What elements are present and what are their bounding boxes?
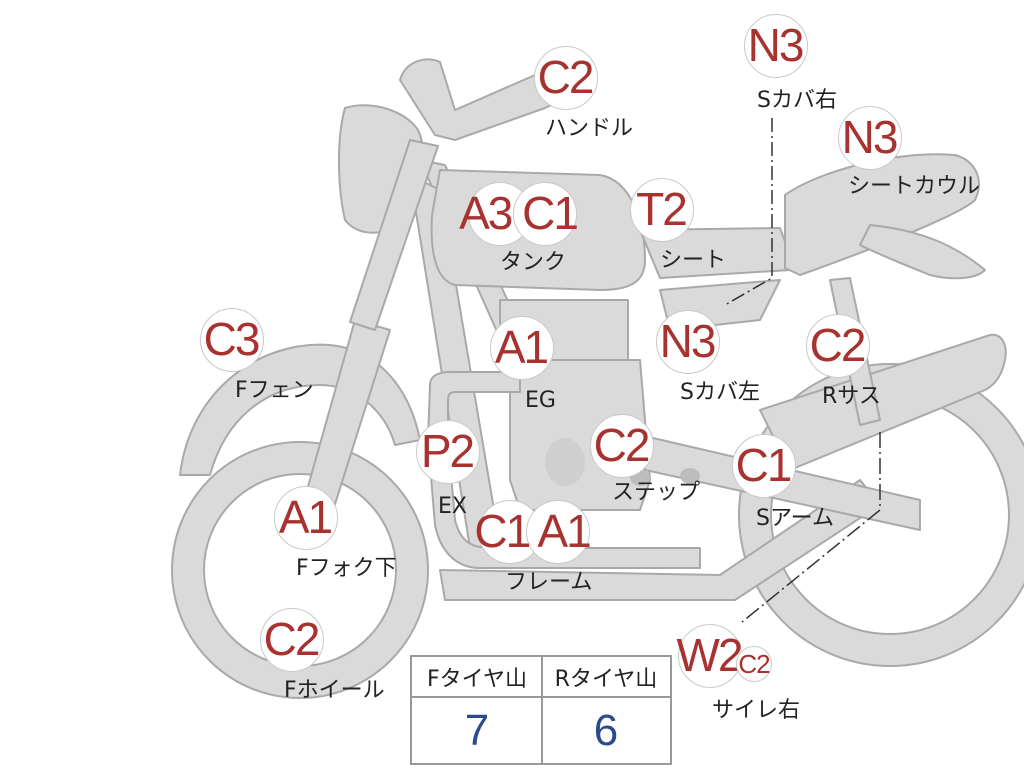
leader-scover-r xyxy=(724,118,773,306)
scover-l-label: Sカバ左 xyxy=(680,380,760,405)
rear-tire-value: 6 xyxy=(593,706,619,755)
handle-label: ハンドル xyxy=(545,116,634,141)
step-code-badge: C2 xyxy=(590,414,654,478)
step-label: ステップ xyxy=(612,480,701,505)
engine-label: EG xyxy=(525,388,556,413)
f-wheel-code-badge: C2 xyxy=(260,608,324,672)
seat-code-badge: T2 xyxy=(630,178,694,242)
f-fork-label: Fフォク下 xyxy=(296,556,397,581)
table-grid xyxy=(412,657,670,763)
r-sus-label: Rサス xyxy=(822,384,881,409)
tank-label: タンク xyxy=(500,250,567,275)
front-tire-value: 7 xyxy=(464,706,490,755)
scover-r-code-badge: N3 xyxy=(744,14,808,78)
exhaust-pipe xyxy=(427,371,701,569)
front-tire-header: Fタイヤ山 xyxy=(427,667,527,692)
seat-cowl-label: シートカウル xyxy=(848,174,981,199)
f-fender-code-badge: C3 xyxy=(200,308,264,372)
scover-r-label: Sカバ右 xyxy=(757,88,837,113)
tire-tread-table: Fタイヤ山 Rタイヤ山 7 6 xyxy=(410,655,672,765)
frame-label: フレーム xyxy=(505,570,593,595)
exhaust-code-badge: P2 xyxy=(416,420,480,484)
scover-l-code-badge: N3 xyxy=(656,310,720,374)
silencer-code2-badge: C2 xyxy=(736,646,772,682)
frame-code-badge: C1 A1 xyxy=(474,500,592,564)
r-sus-code-badge: C2 xyxy=(806,314,870,378)
engine-code-badge: A1 xyxy=(490,316,554,380)
tank-code-badge: A3 C1 xyxy=(459,182,579,246)
exhaust-label: EX xyxy=(438,494,467,519)
s-arm-code-badge: C1 xyxy=(732,434,796,498)
handle-code-badge: C2 xyxy=(534,46,598,110)
f-wheel-label: Fホイール xyxy=(284,678,385,703)
f-fork-code-badge: A1 xyxy=(274,486,338,550)
leader-silencer xyxy=(741,432,881,623)
silencer-code-badge: W2 xyxy=(677,624,744,688)
rear-tire-header: Rタイヤ山 xyxy=(554,667,658,692)
s-arm-label: Sアーム xyxy=(756,506,834,531)
f-fender-label: Fフェン xyxy=(235,378,314,403)
seat-cowl-code-badge: N3 xyxy=(838,106,902,170)
silencer-label: サイレ右 xyxy=(712,698,801,723)
muffler xyxy=(759,333,1007,471)
seat-label: シート xyxy=(660,248,727,273)
